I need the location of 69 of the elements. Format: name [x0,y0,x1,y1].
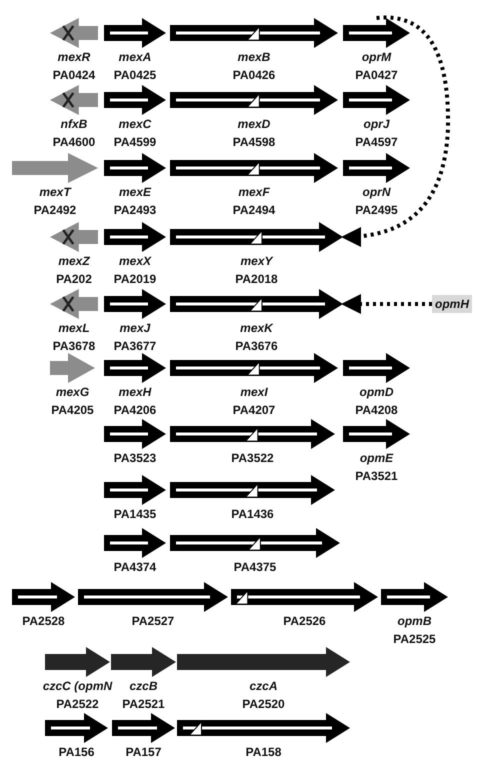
gene-name: mexE [118,184,152,201]
gene-name: oprN [362,184,390,201]
gene-name: mexJ [120,320,150,337]
arrow [341,294,432,314]
gene-name: mexD [238,116,270,133]
arrow [341,16,450,246]
gene-name: mexB [238,49,270,66]
locus-tag: PA4600 [52,133,96,151]
locus-tag: PA2018 [235,270,278,288]
gene-name: mexK [240,320,273,337]
gene-name: mexZ [58,253,90,270]
gene-name: czcC (opmN [42,678,112,695]
locus-tag: PA2526 [283,612,326,630]
locus-tag: PA156 [58,743,94,761]
locus-tag: PA4206 [114,401,156,419]
locus-tag: PA3521 [355,467,398,485]
locus-tag: PA0427 [355,66,398,84]
locus-tag: PA2520 [242,695,285,713]
locus-tag: PA1435 [114,505,156,523]
gene-name: mexL [58,320,90,337]
gene-name: mexG [56,384,90,401]
locus-tag: PA2522 [56,695,99,713]
locus-tag: PA2527 [132,612,174,630]
locus-tag: PA3676 [235,337,278,355]
locus-tag: PA4208 [355,401,398,419]
gene-name: mexR [58,49,90,66]
gene-name: mexT [39,184,71,201]
locus-tag: PA2494 [232,201,276,219]
gene-name: czcA [249,678,278,695]
locus-tag: PA2525 [393,630,436,648]
locus-tag: PA2495 [355,201,398,219]
gene-name: mexC [118,116,152,133]
locus-tag: PA202 [56,270,92,288]
locus-tag: PA4597 [355,133,398,151]
locus-tag: PA0425 [114,66,156,84]
gene-name: nfxB [60,116,88,133]
locus-tag: PA4207 [232,401,276,419]
locus-tag: PA4375 [234,558,276,576]
locus-tag: PA3677 [114,337,156,355]
locus-tag: PA4374 [114,558,156,576]
gene-name: oprJ [363,116,390,133]
locus-tag: PA3678 [52,337,96,355]
gene-name: mexX [118,253,152,270]
gene-name: opmD [360,384,394,401]
locus-tag: PA0424 [52,66,96,84]
gene-name: mexA [118,49,152,66]
gene-name: mexH [118,384,152,401]
gene-name: czcB [129,678,158,695]
locus-tag: PA4599 [114,133,156,151]
locus-tag: PA3522 [231,449,274,467]
locus-tag: PA2492 [34,201,76,219]
locus-tag: PA2493 [114,201,156,219]
gene-name: opmE [360,450,394,467]
locus-tag: PA157 [126,743,162,761]
locus-tag: PA4598 [232,133,276,151]
gene-name: opmB [398,613,432,630]
gene-name: mexI [240,384,268,401]
locus-tag: PA158 [246,743,282,761]
locus-tag: PA4205 [51,401,94,419]
locus-tag: PA3523 [114,449,156,467]
gene-name: opmH [432,295,472,313]
locus-tag: PA2019 [114,270,156,288]
gene-name: mexF [238,184,270,201]
locus-tag: PA2521 [122,695,165,713]
locus-tag: PA2528 [22,612,65,630]
locus-tag: PA1436 [231,505,274,523]
gene-name: oprM [362,49,392,66]
locus-tag: PA0426 [232,66,276,84]
gene-name: mexY [240,253,273,270]
